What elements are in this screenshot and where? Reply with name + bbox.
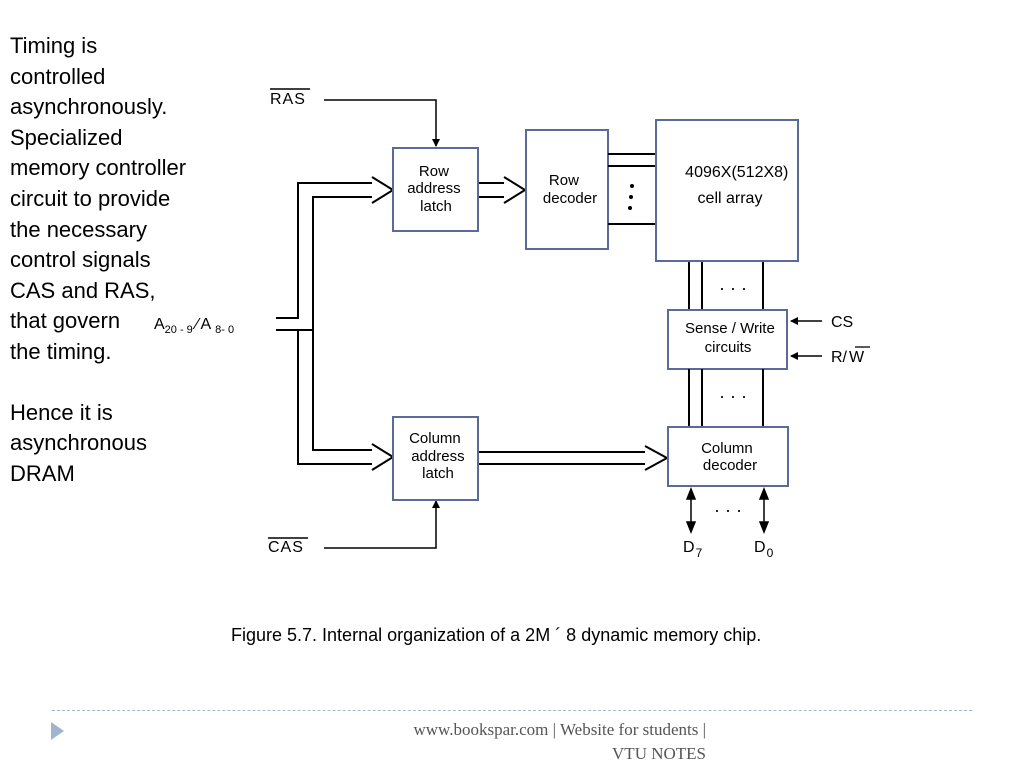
d0-label: D0	[754, 539, 774, 560]
address-range-low: 8- 0	[215, 324, 234, 336]
footer-line-2: VTU NOTES	[612, 744, 706, 763]
figure-caption: Figure 5.7. Internal organization of a 2…	[231, 625, 762, 645]
sense-write-circuits	[667, 309, 788, 370]
side-line: control signals	[10, 247, 151, 273]
side-line: memory controller	[10, 155, 187, 181]
row-select-lines	[608, 153, 656, 225]
sense-write-label: Sense / Write circuits	[685, 320, 779, 356]
column-latch-label: Column address latch	[409, 430, 469, 482]
side-line: CAS and RAS,	[10, 277, 156, 303]
row-latch-label: Row address latch	[407, 163, 465, 215]
side-line: asynchronously.	[10, 94, 168, 120]
side-line: circuit to provide	[10, 185, 171, 211]
footer: www.bookspar.com | Website for students …	[340, 718, 706, 766]
address-range-high: 20 - 9	[165, 324, 193, 336]
address-a-low: A	[200, 316, 211, 333]
footer-divider	[52, 710, 972, 711]
array-bitline-dots: · · ·	[719, 278, 747, 298]
side-notes: Timing is controlled asynchronously. Spe…	[10, 31, 240, 489]
side-line: Hence it is	[10, 399, 113, 425]
rw-label: R/W	[831, 349, 865, 366]
d7-label: D7	[683, 539, 703, 560]
column-address-latch	[392, 416, 479, 501]
cs-label: CS	[831, 314, 853, 331]
footer-line-1[interactable]: www.bookspar.com | Website for students …	[413, 720, 706, 739]
ras-signal-line	[324, 99, 440, 147]
side-line: the necessary	[10, 216, 147, 242]
side-line: that govern	[10, 308, 121, 334]
row-lines-vertical-dots	[628, 184, 634, 210]
side-line: Specialized	[10, 124, 123, 150]
row-decoder	[525, 129, 609, 250]
row-address-latch	[392, 147, 479, 232]
column-decoder	[667, 426, 789, 487]
cell-array-label: 4096X(512X8) cell array	[685, 164, 793, 207]
row-latch-to-decoder-arrow	[479, 176, 527, 204]
address-bus	[276, 176, 395, 471]
array-to-sense-lines	[688, 262, 764, 310]
side-line: asynchronous	[10, 430, 147, 456]
cas-label: CAS	[268, 539, 304, 556]
data-lines-dots: · · ·	[714, 500, 742, 520]
sense-column-dots: · · ·	[719, 386, 747, 406]
column-decoder-label: Column decoder	[701, 440, 757, 474]
data-lines	[685, 486, 770, 535]
side-line: DRAM	[10, 460, 75, 486]
address-slash: ⁄	[192, 316, 201, 333]
row-decoder-label: Row decoder	[543, 172, 597, 207]
ras-label: RAS	[270, 91, 306, 108]
cas-signal-line	[324, 500, 440, 549]
side-line: Timing is	[10, 33, 98, 58]
side-notes-para-2: Hence it is asynchronous DRAM	[10, 398, 240, 490]
address-a-high: A	[154, 316, 165, 333]
side-line: controlled	[10, 63, 106, 89]
side-line: the timing.	[10, 338, 112, 364]
column-latch-to-decoder-arrow	[479, 445, 670, 471]
slide-bullet-arrow-icon	[51, 722, 64, 740]
cell-array	[655, 119, 799, 262]
side-notes-para-1: Timing is controlled asynchronously. Spe…	[10, 31, 240, 368]
sense-to-column-lines	[688, 369, 764, 427]
